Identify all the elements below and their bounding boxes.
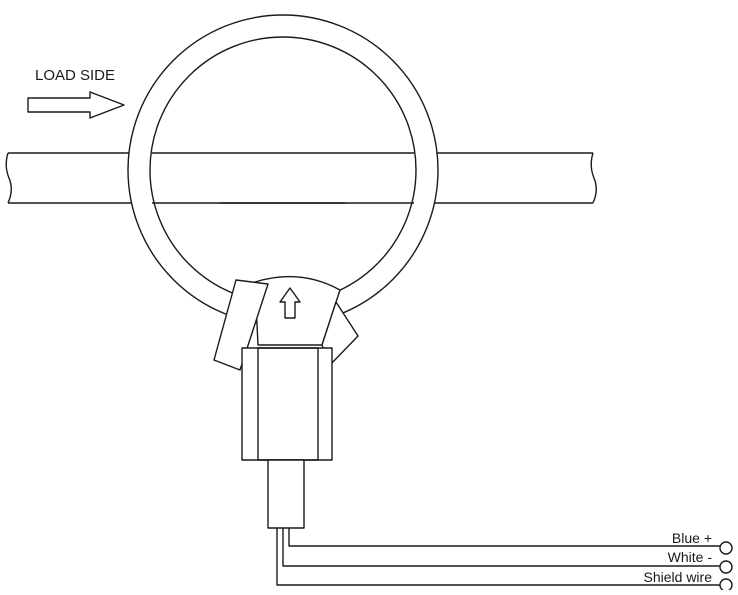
output-wires xyxy=(276,528,733,592)
wire-label-blue: Blue + xyxy=(672,530,712,546)
cable-gland xyxy=(267,459,305,529)
shield-terminal-icon xyxy=(719,578,733,592)
wire-label-white: White - xyxy=(668,549,713,565)
load-side-label: LOAD SIDE xyxy=(35,67,115,84)
white-terminal-icon xyxy=(719,560,733,574)
direction-arrow-icon xyxy=(279,287,301,319)
rogowski-coil-ring xyxy=(127,14,439,453)
load-side-arrow-icon xyxy=(27,91,125,119)
sensor-body xyxy=(241,347,333,461)
coil-latch xyxy=(213,275,359,371)
wire-label-shield: Shield wire xyxy=(644,569,713,585)
blue-terminal-icon xyxy=(719,541,733,555)
